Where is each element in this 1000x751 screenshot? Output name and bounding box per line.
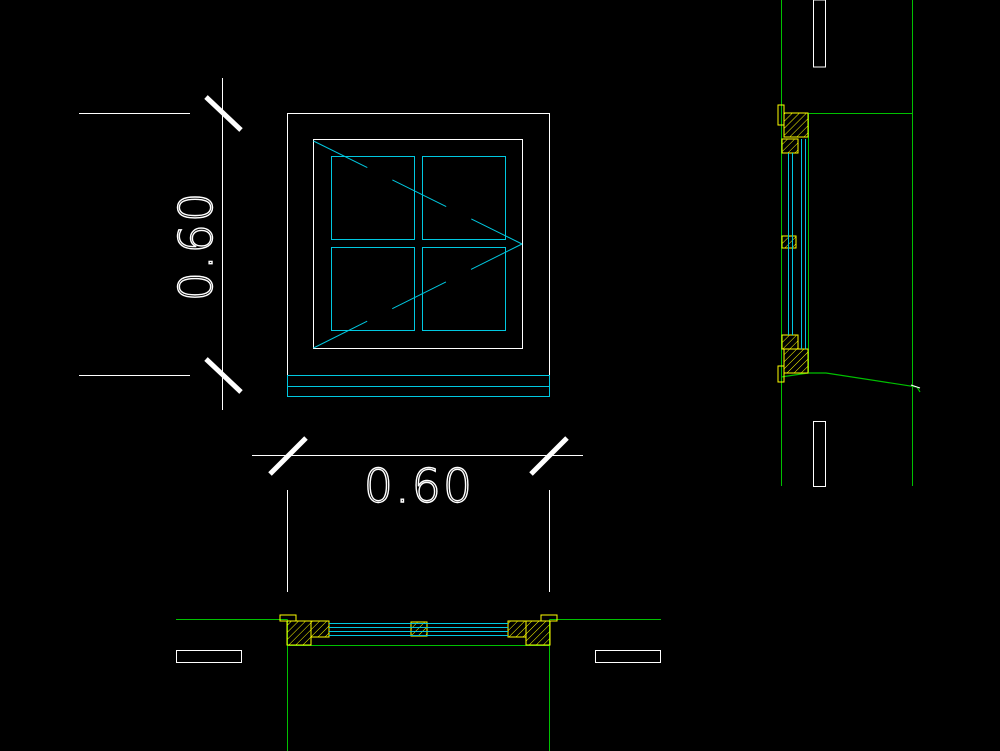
width-dimension-label: 0.60 [364, 459, 474, 513]
plan-sash-mid [410, 621, 428, 637]
plan-glazing [329, 623, 508, 636]
plan-sash-right [507, 620, 527, 638]
height-dimension-label: 0.60 [169, 191, 223, 301]
plan-flange-left [279, 614, 297, 622]
dim-tick-right [529, 436, 569, 476]
frame-section-bottom [783, 348, 809, 374]
plan-wall-slot-left [176, 650, 242, 663]
sash-top-block [781, 138, 799, 154]
window-outer-frame [287, 113, 550, 376]
window-elevation [287, 113, 550, 397]
pane-bottom-left [331, 247, 415, 331]
dim-tick-bottom [204, 357, 243, 394]
wall-slot-top [813, 0, 826, 68]
side-section [777, 0, 921, 487]
side-glazing [788, 139, 806, 349]
wall-slot-bottom [813, 421, 826, 487]
window-panes [331, 156, 506, 331]
exterior-sill-drip [910, 384, 921, 389]
dim-tick-top [204, 95, 243, 132]
frame-flange-top [777, 104, 785, 126]
exterior-sill [780, 372, 921, 393]
dim-tick-left [268, 436, 308, 476]
frame-section-top [783, 112, 809, 138]
plan-section [176, 614, 661, 751]
plan-flange-right [540, 614, 558, 622]
pane-top-right [422, 156, 506, 240]
plan-wall-slot-right [595, 650, 661, 663]
height-dimension: 0.60 [79, 78, 243, 410]
opening-direction-lines [313, 140, 523, 349]
window-inner-frame [313, 139, 523, 349]
plan-frame-left [286, 620, 312, 646]
plan-sash-left [310, 620, 330, 638]
plan-frame-right [525, 620, 551, 646]
frame-flange-bottom [777, 365, 785, 383]
sash-bottom-block [781, 334, 799, 350]
width-dimension: 0.60 [252, 436, 583, 592]
pane-top-left [331, 156, 415, 240]
pane-bottom-right [422, 247, 506, 331]
